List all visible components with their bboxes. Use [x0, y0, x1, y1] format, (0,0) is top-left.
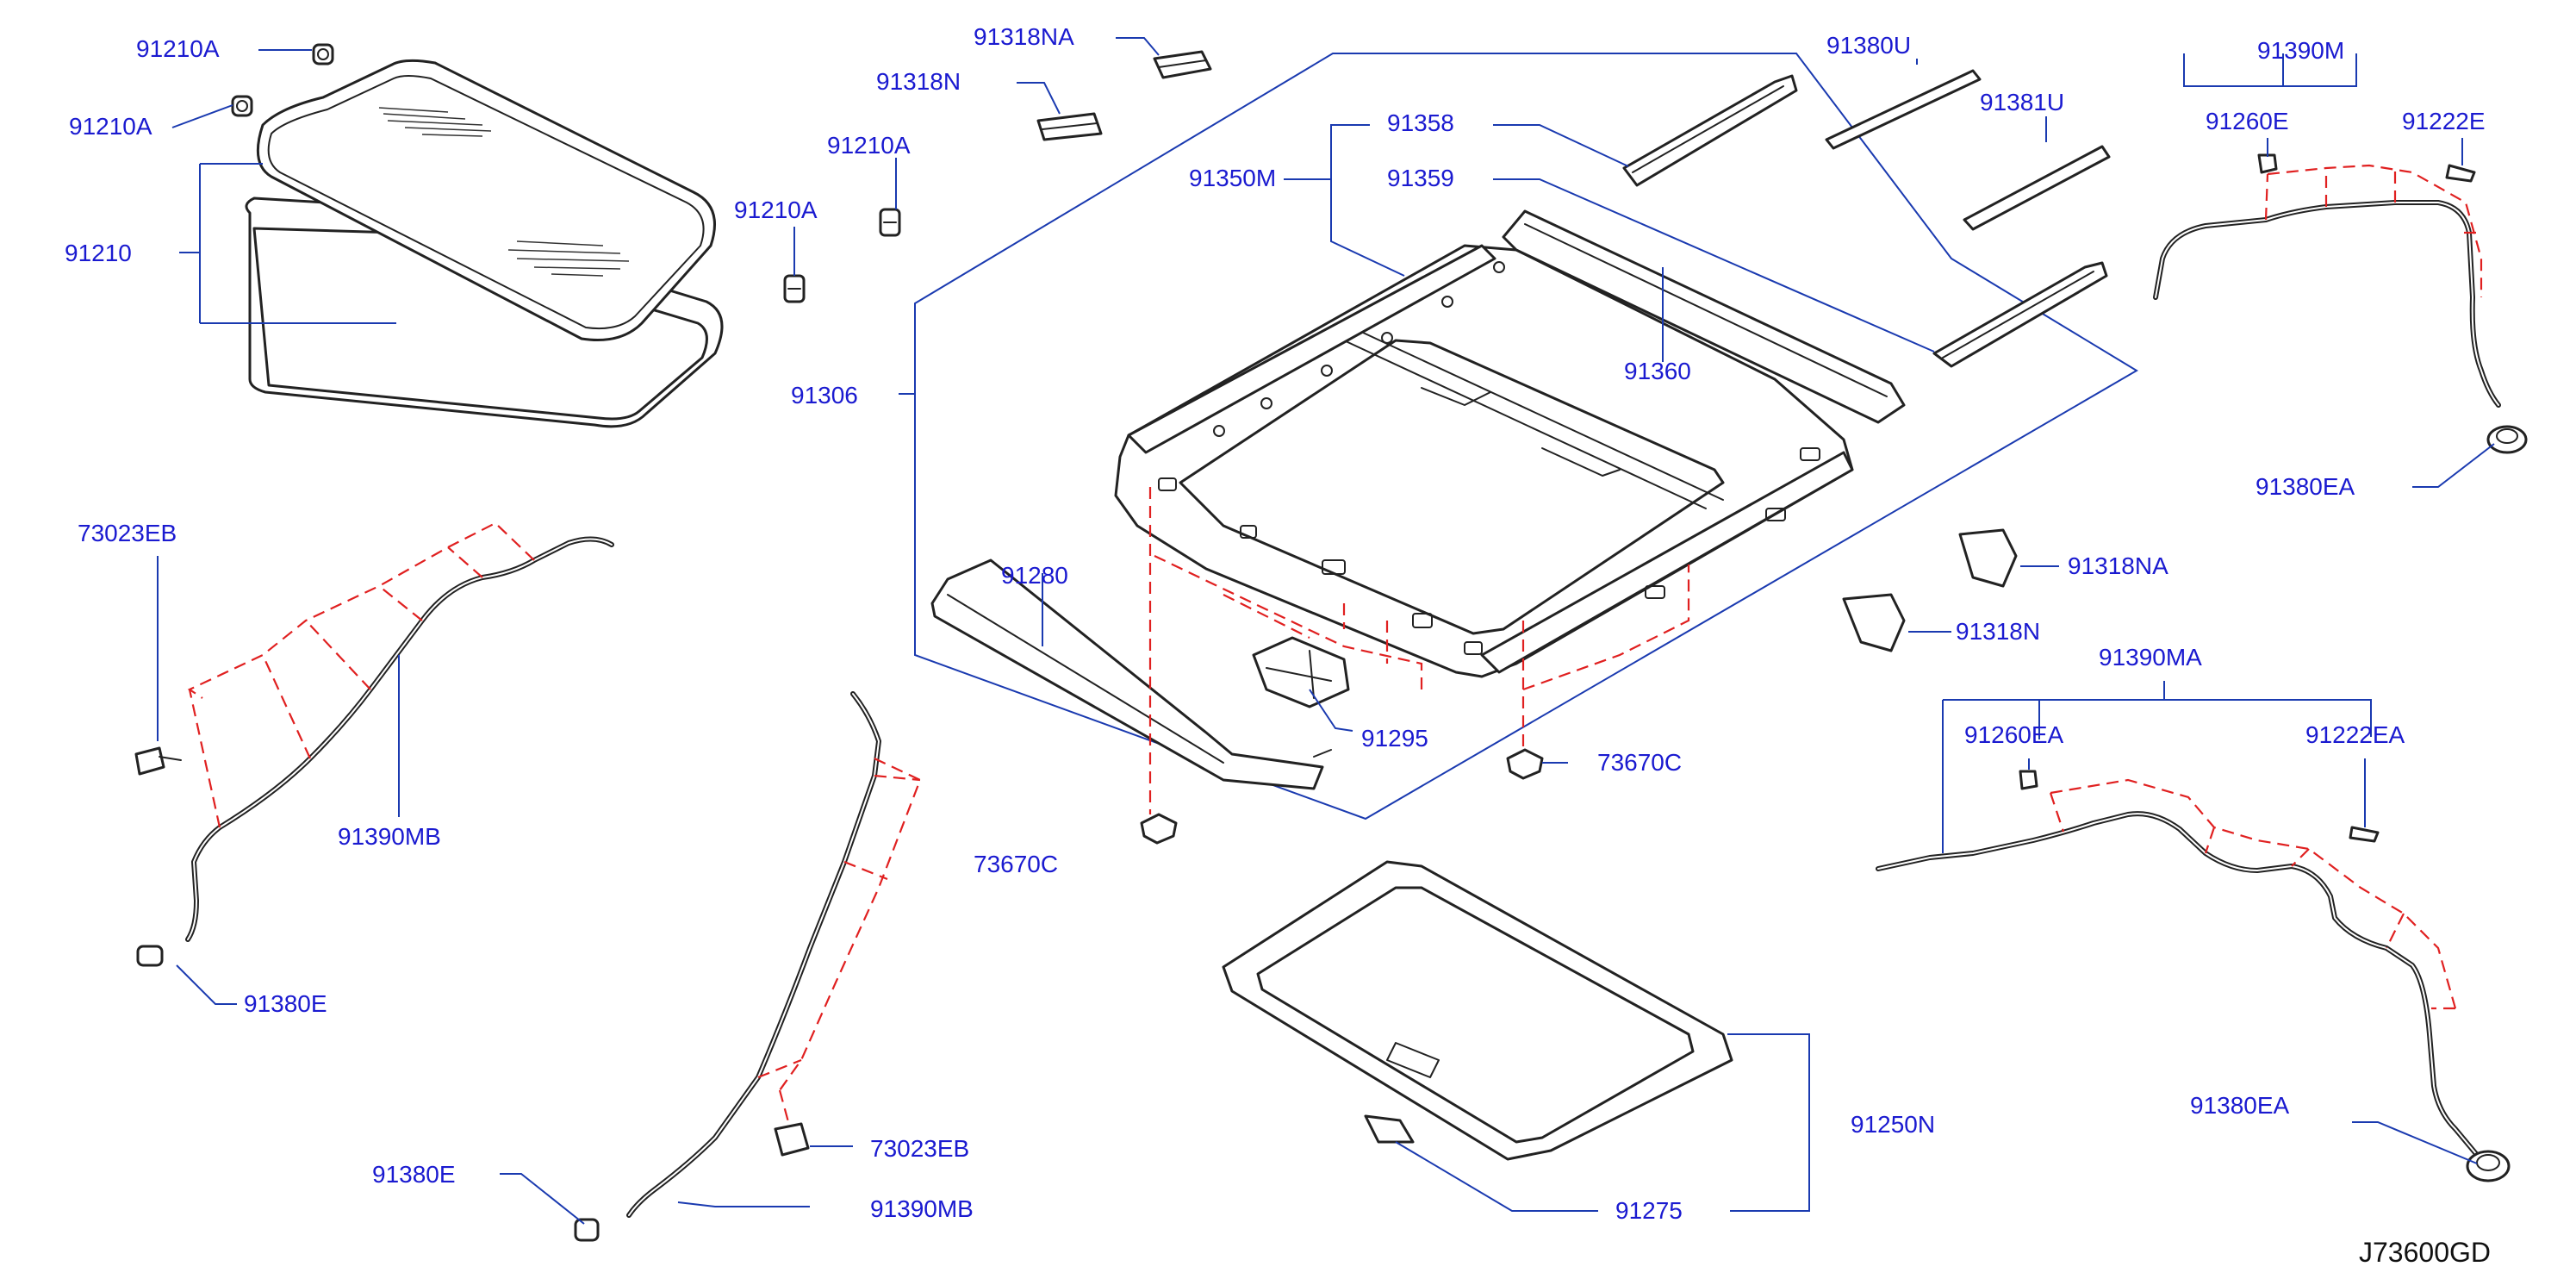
drain-hose-91390mb-left — [185, 521, 614, 942]
leader-91350m — [1284, 124, 1405, 277]
label-73670c-mid: 73670C — [1597, 749, 1682, 776]
leader-91380e-left — [176, 964, 237, 1005]
label-91222ea: 91222EA — [2305, 721, 2405, 748]
wind-deflector-91280 — [930, 558, 1332, 790]
label-73023eb-left: 73023EB — [78, 520, 177, 546]
callout-labels: 91210A 91210A 91210 91210A 91210A 91318N… — [65, 23, 2491, 1268]
label-91280: 91280 — [1001, 562, 1068, 589]
label-91210a-2: 91210A — [69, 113, 152, 140]
label-91380u: 91380U — [1826, 32, 1911, 59]
leader-91380e-bottom — [500, 1173, 585, 1225]
leader-91358 — [1493, 124, 1629, 167]
clip-91222e — [2445, 164, 2476, 183]
nut-73670c-mid — [1506, 748, 1544, 780]
drain-hose-91390m — [2153, 164, 2501, 408]
leader-91380ea-bottom — [2352, 1121, 2478, 1164]
label-91380e-bottom: 91380E — [372, 1161, 456, 1188]
diagram-code: J73600GD — [2359, 1237, 2491, 1268]
sunshade-91250n — [1222, 860, 1733, 1161]
leader-91210a-2 — [171, 104, 233, 128]
grommet-91380e-left — [136, 945, 164, 967]
leader-91390mb-bottom — [677, 1201, 810, 1207]
leader-91318n-top — [1017, 82, 1061, 115]
bolt-91210a-left — [231, 95, 253, 117]
label-91318n-mid: 91318N — [1956, 618, 2040, 645]
grommet-91380ea-bottom — [2466, 1150, 2511, 1182]
motor-91295 — [1252, 636, 1350, 708]
clip-91260e — [2257, 153, 2278, 174]
label-91275: 91275 — [1615, 1197, 1683, 1224]
label-91306: 91306 — [791, 382, 858, 409]
grommet-91380ea-top — [2486, 425, 2528, 454]
label-91210: 91210 — [65, 240, 132, 266]
strip-91381u — [1963, 145, 2111, 231]
label-91380ea-top: 91380EA — [2256, 473, 2355, 500]
label-91210a-3: 91210A — [827, 132, 911, 159]
rail-91358 — [1622, 74, 1798, 187]
bolt-91210a-mid — [879, 208, 901, 237]
bracket-91318n-mid — [1842, 593, 1906, 652]
label-91222e: 91222E — [2402, 108, 2486, 134]
sunroof-frame-assembly — [1114, 209, 1906, 678]
label-91380ea-bottom: 91380EA — [2190, 1092, 2290, 1119]
clip-73023eb-bottom — [774, 1122, 810, 1157]
leader-91306-boundary — [899, 53, 2138, 820]
label-91318na-top: 91318NA — [974, 23, 1074, 50]
leader-91390ma — [1942, 681, 2372, 853]
leader-91250n — [1727, 1033, 1810, 1212]
leader-91295 — [1309, 689, 1353, 732]
label-91260ea: 91260EA — [1964, 721, 2064, 748]
label-91390mb-left: 91390MB — [338, 823, 441, 850]
bolt-91210a-right — [783, 274, 806, 303]
label-91260e: 91260E — [2206, 108, 2289, 134]
leader-91390m — [2183, 53, 2357, 87]
label-91390mb-bottom: 91390MB — [870, 1195, 974, 1222]
drain-hose-91390mb-bottom — [626, 691, 922, 1218]
label-73670c-left: 73670C — [974, 851, 1058, 877]
label-91390ma: 91390MA — [2099, 644, 2202, 671]
leader-91318na-top — [1116, 37, 1160, 56]
grommet-91380e-bottom — [574, 1218, 600, 1242]
rail-91359 — [1932, 261, 2108, 368]
label-91210a-1: 91210A — [136, 35, 220, 62]
leader-91359 — [1493, 178, 1935, 353]
label-91358: 91358 — [1387, 109, 1454, 136]
label-91360: 91360 — [1624, 358, 1691, 384]
clip-91222ea — [2349, 826, 2380, 843]
label-91210a-4: 91210A — [734, 197, 818, 223]
label-73023eb-bottom: 73023EB — [870, 1135, 969, 1162]
handle-91275 — [1364, 1114, 1415, 1144]
label-91318na-mid: 91318NA — [2068, 552, 2168, 579]
clip-73023eb-left — [134, 746, 182, 776]
sunroof-glass-panel — [245, 59, 724, 428]
bracket-91318na-top — [1153, 50, 1212, 79]
label-91295: 91295 — [1361, 725, 1428, 752]
nut-73670c-left — [1140, 813, 1178, 845]
label-91359: 91359 — [1387, 165, 1454, 191]
clip-91260ea — [2019, 770, 2038, 790]
label-91381u: 91381U — [1980, 89, 2064, 115]
label-91380e-left: 91380E — [244, 990, 327, 1017]
strip-91380u — [1825, 69, 1982, 150]
bolt-91210a-top — [312, 43, 334, 66]
label-91390m: 91390M — [2257, 37, 2344, 64]
bracket-91318n-top — [1036, 112, 1103, 141]
label-91318n-top: 91318N — [876, 68, 961, 95]
label-91250n: 91250N — [1851, 1111, 1935, 1138]
label-91350m: 91350M — [1189, 165, 1276, 191]
leader-91210 — [179, 163, 396, 324]
bracket-91318na-mid — [1958, 528, 2018, 588]
drain-hose-91390ma — [1876, 778, 2480, 1157]
leader-91275 — [1395, 1141, 1598, 1212]
leader-91380ea-top — [2412, 443, 2495, 488]
